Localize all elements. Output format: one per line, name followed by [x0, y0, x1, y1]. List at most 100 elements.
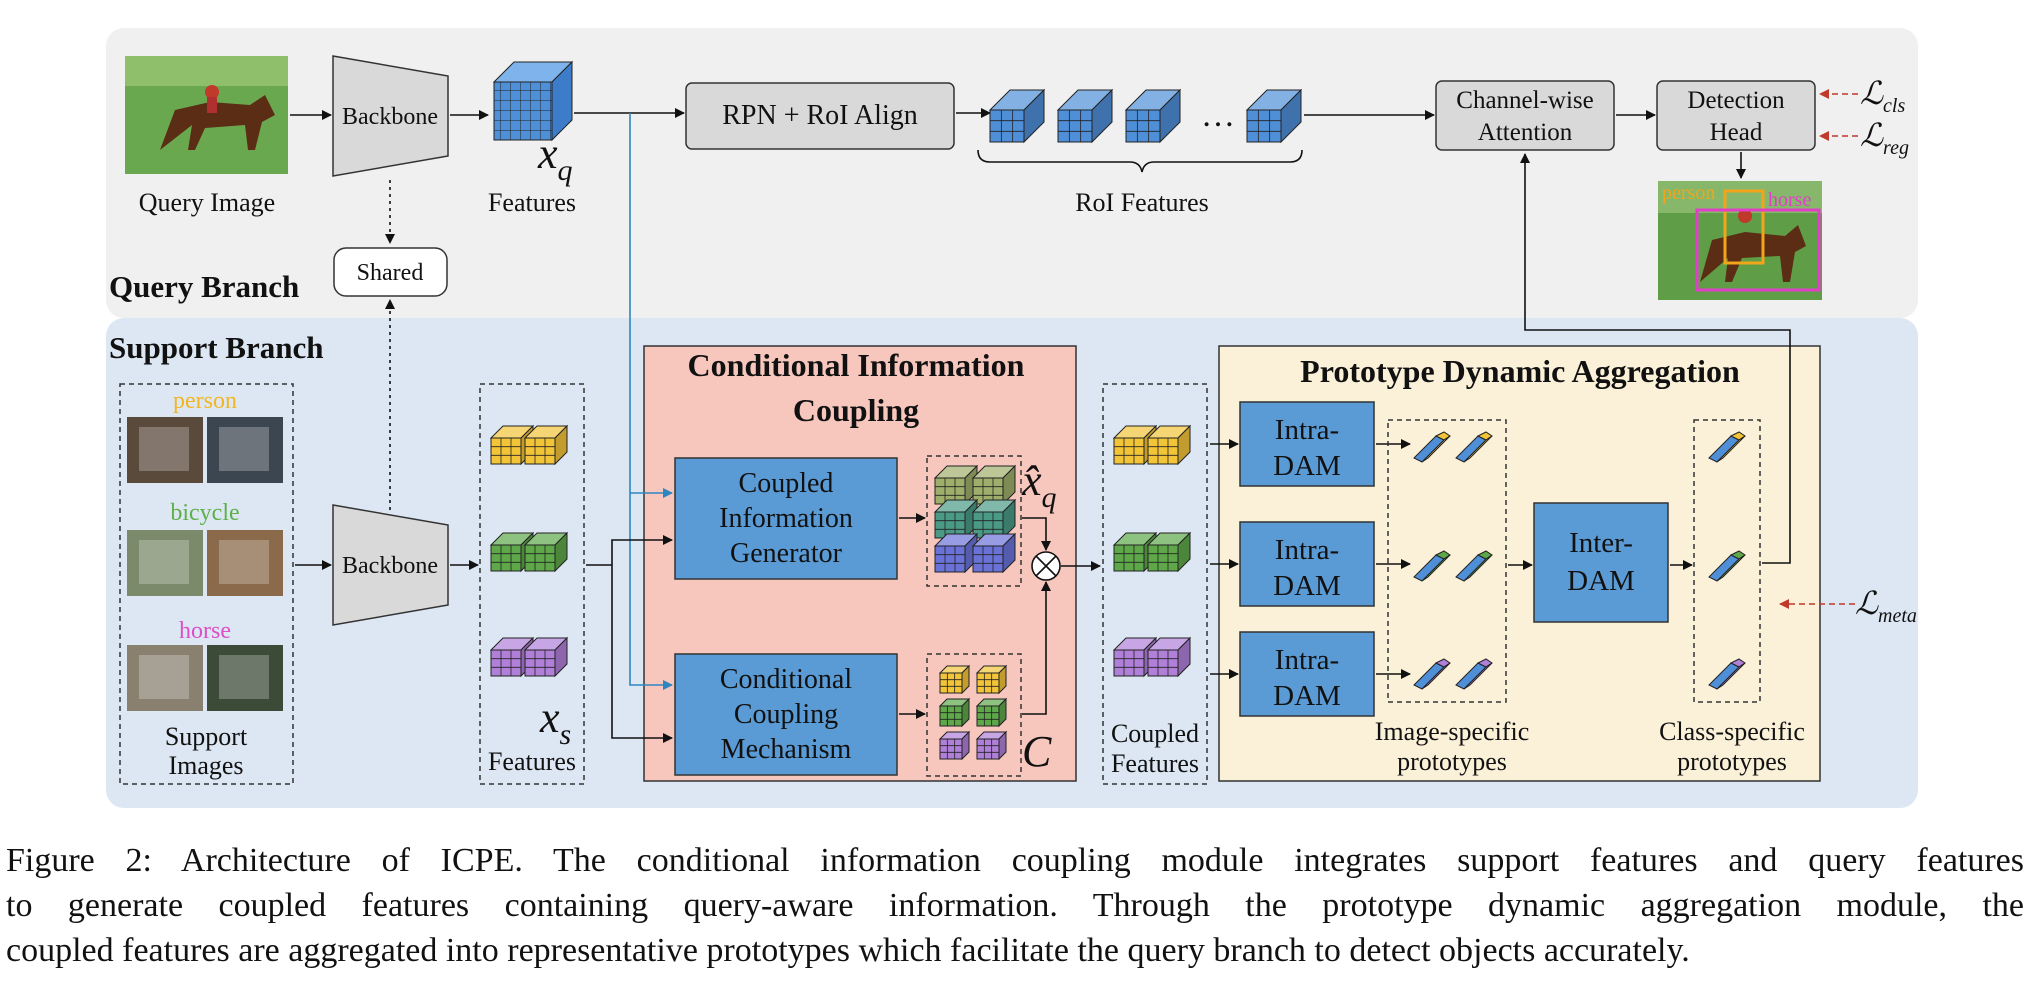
shared-label: Shared	[357, 260, 424, 286]
support-backbone-label: Backbone	[342, 553, 438, 579]
mechanism-line1: Conditional	[720, 664, 852, 695]
query-image-label: Query Image	[139, 188, 275, 217]
class-proto-2	[1708, 550, 1746, 582]
support-class-horse: horse	[179, 618, 231, 644]
detection-head-box	[1656, 80, 1816, 151]
channel-attention-line1: Channel-wise	[1456, 87, 1593, 114]
c-cube-2	[975, 664, 1008, 695]
coupled-feature-3-b	[1146, 636, 1192, 678]
coupled-information-generator	[674, 457, 898, 580]
channel-attention-line2: Attention	[1478, 119, 1573, 146]
class-specific-line1: Class-specific	[1659, 717, 1805, 746]
query-backbone	[332, 55, 449, 177]
coupled-features-line1: Coupled	[1111, 719, 1199, 748]
roi-feature-4	[1245, 88, 1303, 144]
generator-line1: Coupled	[739, 468, 834, 499]
caption-line-2: to generate coupled features containing …	[6, 887, 2024, 924]
roi-feature-1	[988, 88, 1046, 144]
xq-symbol: xq	[537, 129, 573, 187]
support-images-group	[119, 383, 294, 785]
roi-feature-3	[1124, 88, 1182, 144]
loss-reg: ℒreg	[1860, 117, 1909, 159]
coupled-features-line2: Features	[1111, 749, 1199, 778]
detect-horse-label: horse	[1768, 189, 1811, 211]
support-feature-3-b	[523, 636, 569, 678]
xq-hat-cube-2	[971, 464, 1017, 506]
cic-title-line2: Coupling	[793, 392, 919, 428]
class-specific-group	[1693, 419, 1761, 703]
c-cube-6	[975, 730, 1008, 761]
support-features-label: Features	[488, 747, 576, 776]
class-specific-line2: prototypes	[1677, 747, 1787, 776]
detection-head-line1: Detection	[1687, 87, 1785, 114]
detect-person-label: person	[1662, 182, 1715, 204]
intra-dam-3-line2: DAM	[1273, 680, 1341, 712]
intra-dam-box-2	[1239, 521, 1375, 607]
support-feature-2-b	[523, 531, 569, 573]
xq-hat-symbol: x̂q	[1021, 456, 1057, 514]
coupled-feature-blocks	[1112, 424, 1192, 678]
support-thumb-3	[127, 530, 203, 596]
loss-meta: ℒmeta	[1855, 585, 1917, 627]
intra-dam-3-line1: Intra-	[1275, 644, 1339, 676]
image-proto-1	[1413, 431, 1451, 463]
support-feature-blocks	[489, 424, 569, 678]
image-proto-4	[1455, 550, 1493, 582]
xs-symbol: xs	[539, 693, 571, 751]
query-branch-label: Query Branch	[109, 269, 299, 304]
c-cubes	[938, 664, 1008, 761]
support-thumb-2	[207, 417, 283, 483]
support-thumb-6	[207, 645, 283, 711]
c-cube-3	[938, 697, 971, 728]
rpn-roi-align-label: RPN + RoI Align	[722, 100, 918, 131]
coupled-feature-2-b	[1146, 531, 1192, 573]
image-specific-line2: prototypes	[1397, 747, 1507, 776]
pda-title: Prototype Dynamic Aggregation	[1300, 353, 1740, 389]
roi-feature-bars	[988, 88, 1303, 144]
roi-ellipsis: …	[1201, 97, 1235, 134]
query-feature-cube	[492, 60, 574, 142]
support-image-thumbnails	[127, 417, 283, 711]
inter-dam-line1: Inter-	[1569, 527, 1633, 559]
figure-caption: Figure 2: Architecture of ICPE. The cond…	[6, 838, 2024, 973]
xq-hat-cube-6	[971, 532, 1017, 574]
class-proto-3	[1708, 658, 1746, 690]
support-thumb-1	[127, 417, 203, 483]
mechanism-line2: Coupling	[734, 699, 838, 730]
intra-dam-1-line1: Intra-	[1275, 414, 1339, 446]
xq-hat-cube-3	[933, 498, 979, 540]
intra-dam-2-line2: DAM	[1273, 570, 1341, 602]
support-thumb-5	[127, 645, 203, 711]
xq-hat-cubes	[933, 464, 1017, 574]
query-features-label: Features	[488, 188, 576, 217]
class-specific-prototypes	[1708, 431, 1746, 690]
channel-attention-box	[1435, 80, 1615, 151]
detection-head-line2: Head	[1710, 119, 1763, 146]
support-backbone	[332, 504, 449, 626]
roi-feature-2	[1056, 88, 1114, 144]
support-branch-label: Support Branch	[109, 330, 323, 365]
roi-brace	[977, 149, 1303, 173]
intra-dam-box-3	[1239, 631, 1375, 717]
image-proto-2	[1455, 431, 1493, 463]
coupled-feature-1-b	[1146, 424, 1192, 466]
query-backbone-label: Backbone	[342, 104, 438, 130]
intra-dam-1-line2: DAM	[1273, 450, 1341, 482]
support-class-bicycle: bicycle	[170, 500, 239, 526]
shared-box	[333, 247, 448, 297]
intra-dam-box-1	[1239, 401, 1375, 487]
conditional-coupling-mechanism	[674, 653, 898, 776]
support-images-line1: Support	[165, 722, 248, 751]
query-image	[125, 56, 288, 174]
support-images-line2: Images	[168, 751, 243, 780]
mechanism-line3: Mechanism	[721, 734, 852, 765]
support-thumb-4	[207, 530, 283, 596]
cic-title-line1: Conditional Information	[688, 347, 1025, 383]
c-symbol: C	[1022, 727, 1052, 776]
support-feature-1-b	[523, 424, 569, 466]
c-cube-5	[938, 730, 971, 761]
intra-dam-2-line1: Intra-	[1275, 534, 1339, 566]
image-specific-group	[1387, 419, 1507, 703]
xq-hat-group	[926, 455, 1022, 587]
